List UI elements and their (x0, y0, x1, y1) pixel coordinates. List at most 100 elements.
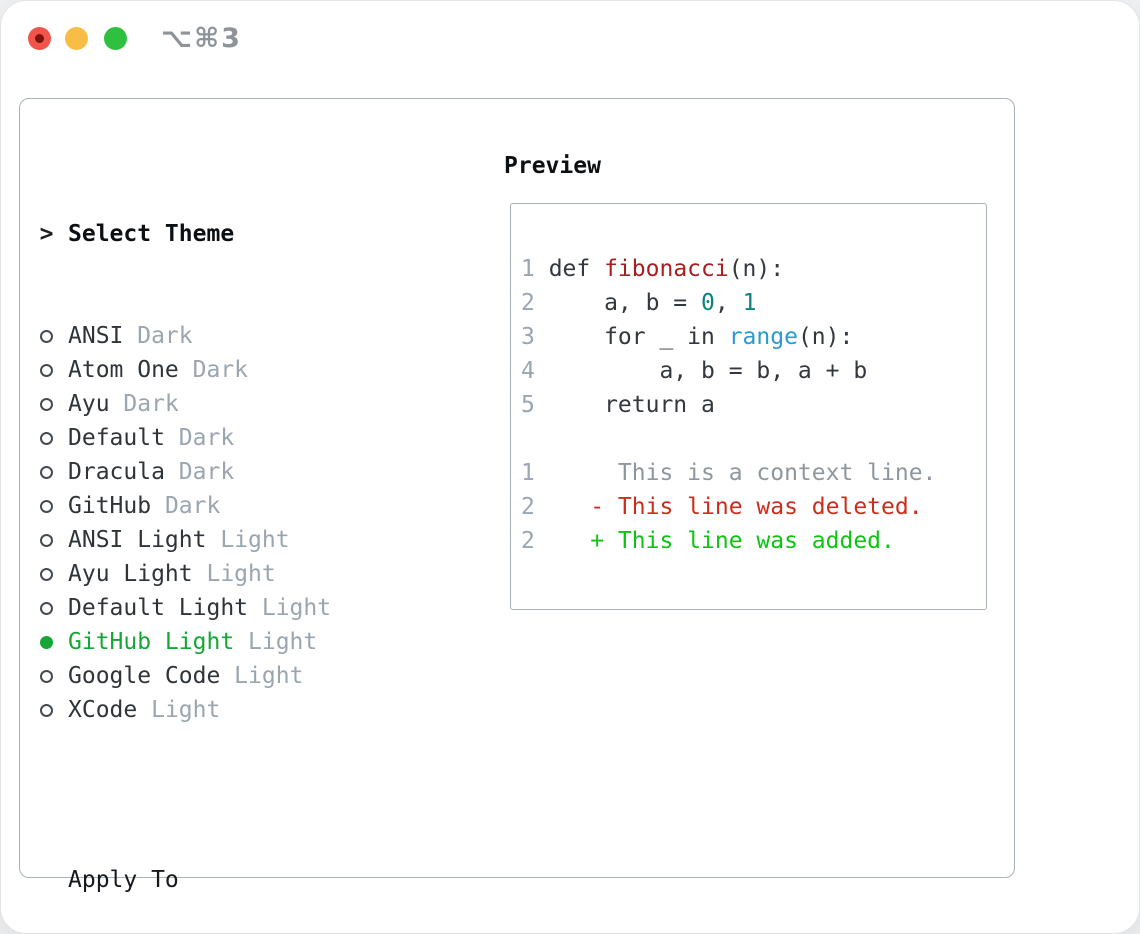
theme-name: Google Code (68, 663, 221, 689)
radio-icon (40, 669, 53, 683)
window-title: ⌥⌘3 (161, 23, 242, 54)
theme-name: Default Light (68, 595, 249, 621)
theme-name: Ayu (68, 391, 110, 417)
theme-variant: Dark (178, 357, 249, 383)
line-number: 1 (521, 256, 535, 282)
theme-option[interactable]: Default Dark (40, 421, 428, 455)
line-number: 3 (521, 324, 535, 350)
radio-slot (40, 669, 53, 683)
theme-name: Atom One (68, 357, 179, 383)
code-segment: range (728, 324, 798, 350)
radio-slot (40, 499, 53, 513)
radio-slot (40, 533, 53, 547)
theme-option[interactable]: GitHub Light Light (40, 625, 428, 659)
select-theme-heading: Select Theme (68, 221, 235, 247)
code-line: 1 This is a context line. (521, 456, 986, 490)
radio-icon (40, 601, 53, 615)
theme-variant: Light (248, 595, 332, 621)
select-theme-heading-row: > Select Theme (40, 217, 428, 251)
radio-slot (40, 703, 53, 717)
code-segment: (n): (728, 256, 785, 282)
code-line: 5 return a (521, 388, 986, 422)
line-number: 2 (521, 290, 535, 316)
theme-option[interactable]: Atom One Dark (40, 353, 428, 387)
radio-icon (40, 499, 53, 513)
line-number: 1 (521, 460, 535, 486)
theme-name: Ayu Light (68, 561, 193, 587)
radio-icon (40, 397, 53, 411)
theme-option[interactable]: Google Code Light (40, 659, 428, 693)
radio-icon (40, 329, 53, 343)
code-segment: + This line was added. (548, 528, 895, 554)
radio-icon (40, 703, 53, 717)
code-segment: return a (548, 392, 715, 418)
radio-icon (40, 533, 53, 547)
radio-icon (40, 465, 53, 479)
code-segment: , (714, 290, 743, 316)
theme-option[interactable]: ANSI Light Light (40, 523, 428, 557)
theme-option[interactable]: Ayu Light Light (40, 557, 428, 591)
code-segment: def (548, 256, 605, 282)
title-bar: ⌥⌘3 (1, 1, 1139, 76)
theme-name: GitHub (68, 493, 152, 519)
theme-name: GitHub Light (68, 629, 235, 655)
theme-variant: Light (192, 561, 276, 587)
theme-option[interactable]: GitHub Dark (40, 489, 428, 523)
line-number: 2 (521, 494, 535, 520)
theme-variant: Dark (123, 323, 193, 349)
radio-slot (40, 397, 53, 411)
radio-slot (40, 363, 53, 377)
theme-variant: Dark (164, 459, 235, 485)
preview-heading: Preview (504, 153, 601, 179)
theme-option[interactable]: ANSI Dark (40, 319, 428, 353)
theme-option[interactable]: Dracula Dark (40, 455, 428, 489)
cursor-icon: > (39, 221, 54, 247)
radio-icon (40, 363, 53, 377)
theme-variant: Light (234, 629, 318, 655)
theme-option[interactable]: Ayu Dark (40, 387, 428, 421)
theme-name: Default (68, 425, 165, 451)
radio-slot (40, 329, 53, 343)
theme-variant: Dark (164, 425, 235, 451)
theme-name: XCode (68, 697, 138, 723)
code-segment: fibonacci (604, 256, 729, 282)
radio-selected-icon (40, 635, 53, 649)
line-number: 4 (521, 358, 535, 384)
code-line: 3 for _ in range(n): (521, 320, 986, 354)
theme-name: ANSI Light (68, 527, 207, 553)
theme-variant: Light (206, 527, 290, 553)
code-segment: - This line was deleted. (548, 494, 923, 520)
code-line: 4 a, b = b, a + b (521, 354, 986, 388)
code-line: 2 + This line was added. (521, 524, 986, 558)
theme-variant: Light (137, 697, 221, 723)
theme-variant: Dark (151, 493, 221, 519)
code-line: 2 - This line was deleted. (521, 490, 986, 524)
radio-slot (40, 635, 53, 649)
code-line (521, 422, 986, 456)
code-segment: for _ in (548, 324, 729, 350)
theme-option[interactable]: XCode Light (40, 693, 428, 727)
theme-option[interactable]: Default Light Light (40, 591, 428, 625)
theme-name: Dracula (68, 459, 165, 485)
code-line: 2 a, b = 0, 1 (521, 286, 986, 320)
radio-slot (40, 465, 53, 479)
line-number: 2 (521, 528, 535, 554)
line-number: 5 (521, 392, 535, 418)
code-segment: 1 (742, 290, 757, 316)
code-segment: This is a context line. (548, 460, 937, 486)
theme-name: ANSI (68, 323, 124, 349)
close-button[interactable] (28, 27, 51, 50)
radio-slot (40, 601, 53, 615)
code-segment: a, b = (548, 290, 702, 316)
minimize-button[interactable] (65, 27, 88, 50)
code-segment: a, b = b, a + b (548, 358, 868, 384)
radio-icon (40, 431, 53, 445)
theme-variant: Light (220, 663, 304, 689)
code-segment: 0 (701, 290, 715, 316)
zoom-button[interactable] (104, 27, 127, 50)
radio-slot (40, 567, 53, 581)
